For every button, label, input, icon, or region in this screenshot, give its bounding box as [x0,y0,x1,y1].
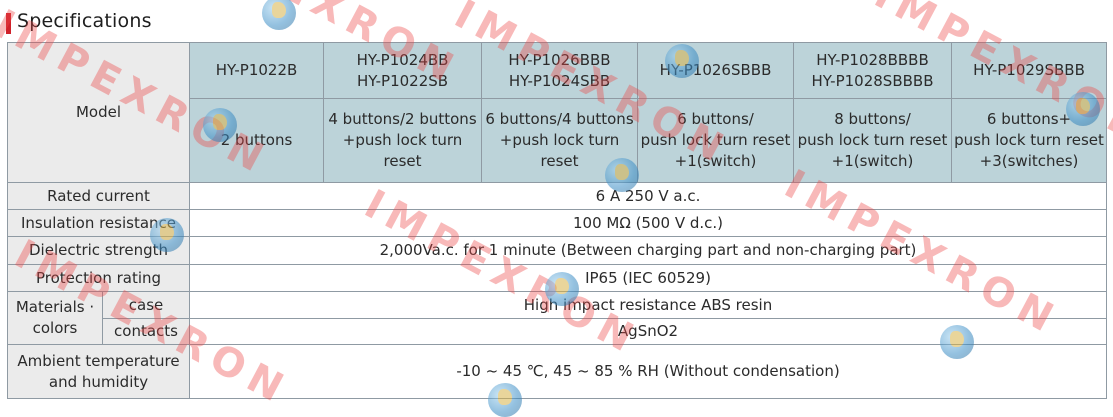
case-label: case [101,291,191,319]
protection-row: Protection rating IP65 (IEC 60529) [6,264,1108,292]
heading-text: Specifications [17,10,152,32]
ambient-value: -10 ~ 45 ℃, 45 ~ 85 % RH (Without conden… [189,344,1108,399]
spec-table: Model HY-P1022B HY-P1024BB HY-P1022SB HY… [6,42,1108,399]
section-heading: Specifications [6,6,152,36]
dielectric-label: Dielectric strength [6,236,191,265]
model-name-1: HY-P1022B [189,42,325,99]
model-desc-4: 6 buttons/ push lock turn reset +1(switc… [637,98,795,183]
model-name-4: HY-P1026SBBB [637,42,795,99]
model-name-row: Model HY-P1022B HY-P1024BB HY-P1022SB HY… [6,42,1108,183]
protection-label: Protection rating [6,264,191,292]
insulation-value: 100 MΩ (500 V d.c.) [189,209,1108,237]
model-desc-row: 2 buttons 4 buttons/2 buttons +push lock… [8,98,1108,183]
materials-label: Materials · colors [7,291,103,345]
contacts-label: contacts [101,318,191,345]
protection-value: IP65 (IEC 60529) [189,264,1108,292]
insulation-row: Insulation resistance 100 MΩ (500 V d.c.… [6,209,1108,237]
model-label: Model [6,42,191,183]
contacts-row: contacts AgSnO2 [8,318,1108,345]
model-name-3: HY-P1026BBB HY-P1024SBB [481,42,639,99]
heading-accent-bar [6,12,11,34]
model-name-6: HY-P1029SBBB [951,42,1108,99]
dielectric-value: 2,000Va.c. for 1 minute (Between chargin… [189,236,1108,265]
model-name-2: HY-P1024BB HY-P1022SB [323,42,483,99]
model-desc-1: 2 buttons [189,98,325,183]
rated-current-label: Rated current [6,182,191,210]
ambient-label: Ambient temperature and humidity [6,344,191,399]
dielectric-row: Dielectric strength 2,000Va.c. for 1 min… [6,236,1108,265]
globe-icon [262,0,296,30]
model-desc-6: 6 buttons+ push lock turn reset +3(switc… [951,98,1108,183]
model-desc-2: 4 buttons/2 buttons +push lock turn rese… [323,98,483,183]
model-name-5: HY-P1028BBBB HY-P1028SBBBB [793,42,953,99]
model-desc-3: 6 buttons/4 buttons +push lock turn rese… [481,98,639,183]
ambient-row: Ambient temperature and humidity -10 ~ 4… [6,344,1108,399]
case-value: High impact resistance ABS resin [189,291,1108,319]
rated-current-value: 6 A 250 V a.c. [189,182,1108,210]
case-row: Materials · colors case High impact resi… [7,291,1108,345]
rated-current-row: Rated current 6 A 250 V a.c. [6,182,1108,210]
insulation-label: Insulation resistance [6,209,191,237]
model-desc-5: 8 buttons/ push lock turn reset +1(switc… [793,98,953,183]
contacts-value: AgSnO2 [189,318,1108,345]
